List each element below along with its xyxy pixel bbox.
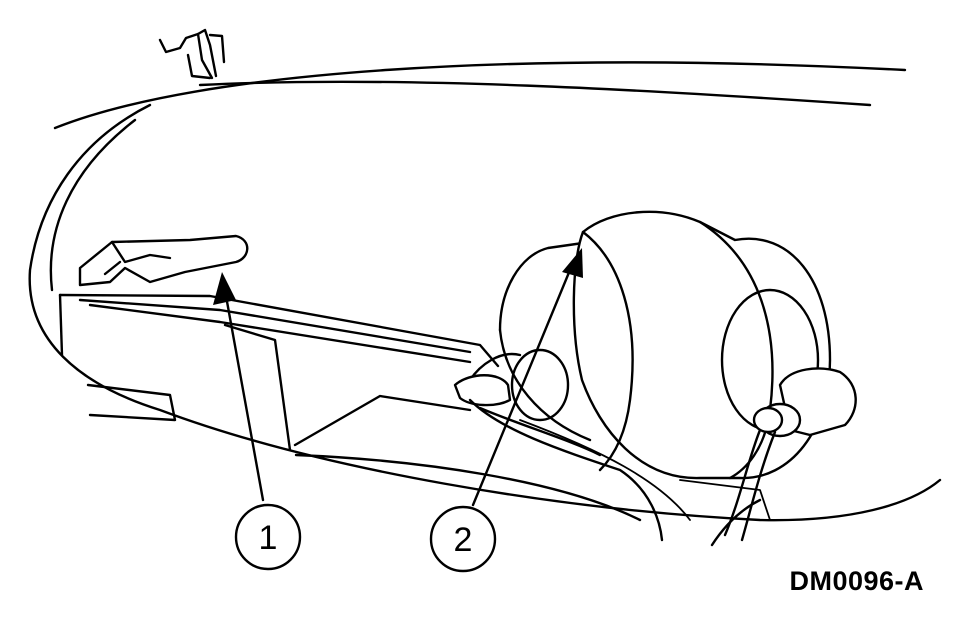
mounting-bracket	[58, 234, 642, 522]
lower-housing	[519, 419, 771, 521]
motor-assembly	[453, 210, 832, 542]
figure-id: DM0096-A	[789, 566, 924, 596]
callout-2: 2	[429, 505, 497, 573]
leader-arrow-1	[213, 272, 265, 502]
leader-arrow-2	[471, 248, 583, 507]
retaining-clip	[158, 28, 226, 80]
electrical-connector	[710, 367, 857, 547]
callout-1-label: 1	[259, 519, 278, 557]
callout-2-label: 2	[454, 521, 473, 559]
callout-1: 1	[234, 503, 302, 571]
panel-outline	[28, 61, 942, 522]
